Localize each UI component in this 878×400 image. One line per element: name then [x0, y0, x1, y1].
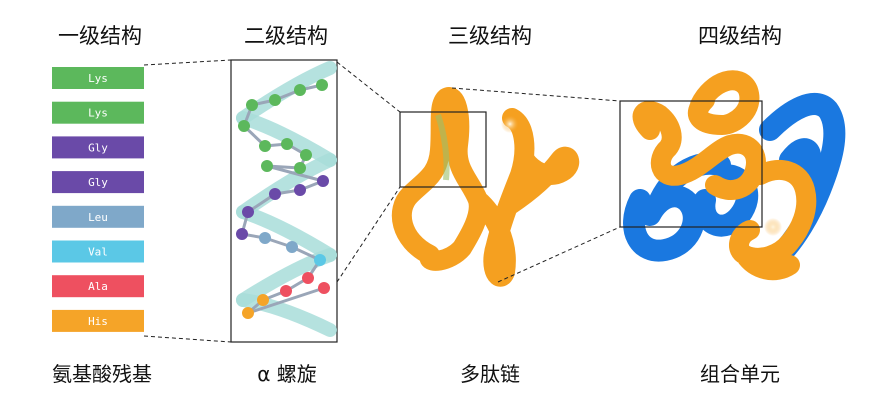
subunit-orange: [632, 70, 817, 281]
zoom-line-top-3: [451, 87, 621, 102]
zoom-line-bottom-1: [143, 335, 232, 343]
polypeptide-chain: [391, 87, 580, 287]
embedded-helix-segment: [435, 114, 450, 181]
caption-polypeptide-chain: 多肽链: [460, 362, 520, 386]
residue-label: Gly: [88, 141, 108, 154]
residue-bead: [242, 307, 254, 319]
zoom-line-bottom-2: [336, 186, 401, 283]
residue-bead: [317, 175, 329, 187]
alpha-helix-frame: [230, 59, 338, 343]
residue-bead: [242, 206, 254, 218]
zoom-line-top-1: [143, 59, 232, 66]
residue-bead: [261, 160, 273, 172]
residue-bead: [280, 285, 292, 297]
residue-bar-lys: Lys: [52, 67, 144, 89]
residue-bead: [316, 79, 328, 91]
residue-bead: [294, 184, 306, 196]
residue-label: Gly: [88, 176, 108, 189]
residue-label: Ala: [88, 280, 108, 293]
peptide-bond: [266, 164, 324, 183]
residue-bead: [269, 188, 281, 200]
residue-bar-lys: Lys: [52, 101, 144, 124]
residue-bar-gly: Gly: [52, 171, 144, 194]
residue-bead: [246, 99, 258, 111]
helix-ribbon-segment: [236, 153, 337, 219]
residue-label: His: [88, 315, 108, 328]
residue-bead: [300, 149, 312, 161]
residue-label: Val: [88, 246, 108, 259]
residue-bead: [281, 138, 293, 150]
residue-bead: [294, 84, 306, 96]
residue-bead: [286, 241, 298, 253]
caption-amino-acid-residues: 氨基酸残基: [52, 362, 152, 386]
residue-label: Lys: [88, 107, 108, 120]
heading-quaternary-structure: 四级结构: [698, 24, 782, 48]
residue-label: Leu: [88, 211, 108, 224]
chain-highlight: [501, 115, 519, 133]
residue-bead: [238, 120, 250, 132]
polypeptide-tube: [391, 87, 580, 287]
heading-primary-structure: 一级结构: [58, 24, 142, 48]
residue-bead: [302, 272, 314, 284]
subunit-blue: [623, 93, 846, 266]
residue-label: Lys: [88, 72, 108, 85]
residue-bar-gly: Gly: [52, 136, 144, 159]
helix-ribbon-segment: [236, 293, 337, 337]
caption-assembled-unit: 组合单元: [700, 362, 780, 386]
residue-bead: [269, 94, 281, 106]
residue-bead: [294, 162, 306, 174]
residue-bar-his: His: [52, 309, 144, 332]
residue-bead: [259, 140, 271, 152]
heading-tertiary-structure: 三级结构: [448, 24, 532, 48]
residue-bead: [314, 254, 326, 266]
residue-bead: [259, 232, 271, 244]
zoom-line-bottom-3: [497, 226, 621, 283]
residue-bar-val: Val: [52, 240, 144, 263]
caption-alpha-helix: α 螺旋: [257, 362, 317, 386]
residue-bar-ala: Ala: [52, 275, 144, 298]
residue-bead: [236, 228, 248, 240]
peptide-bond: [247, 286, 325, 315]
subunit-highlight: [764, 218, 782, 236]
residue-bead: [257, 294, 269, 306]
tertiary-zoom-frame: [399, 111, 487, 188]
residue-bar-leu: Leu: [52, 205, 144, 228]
zoom-line-top-2: [336, 61, 401, 113]
helix-ribbon-segment: [236, 111, 337, 167]
assembled-unit: [623, 70, 846, 281]
quaternary-zoom-frame: [619, 100, 763, 228]
residue-bead: [318, 282, 330, 294]
helix-ribbon-segment: [236, 61, 337, 125]
heading-secondary-structure: 二级结构: [244, 24, 328, 48]
alpha-helix: [236, 61, 337, 337]
